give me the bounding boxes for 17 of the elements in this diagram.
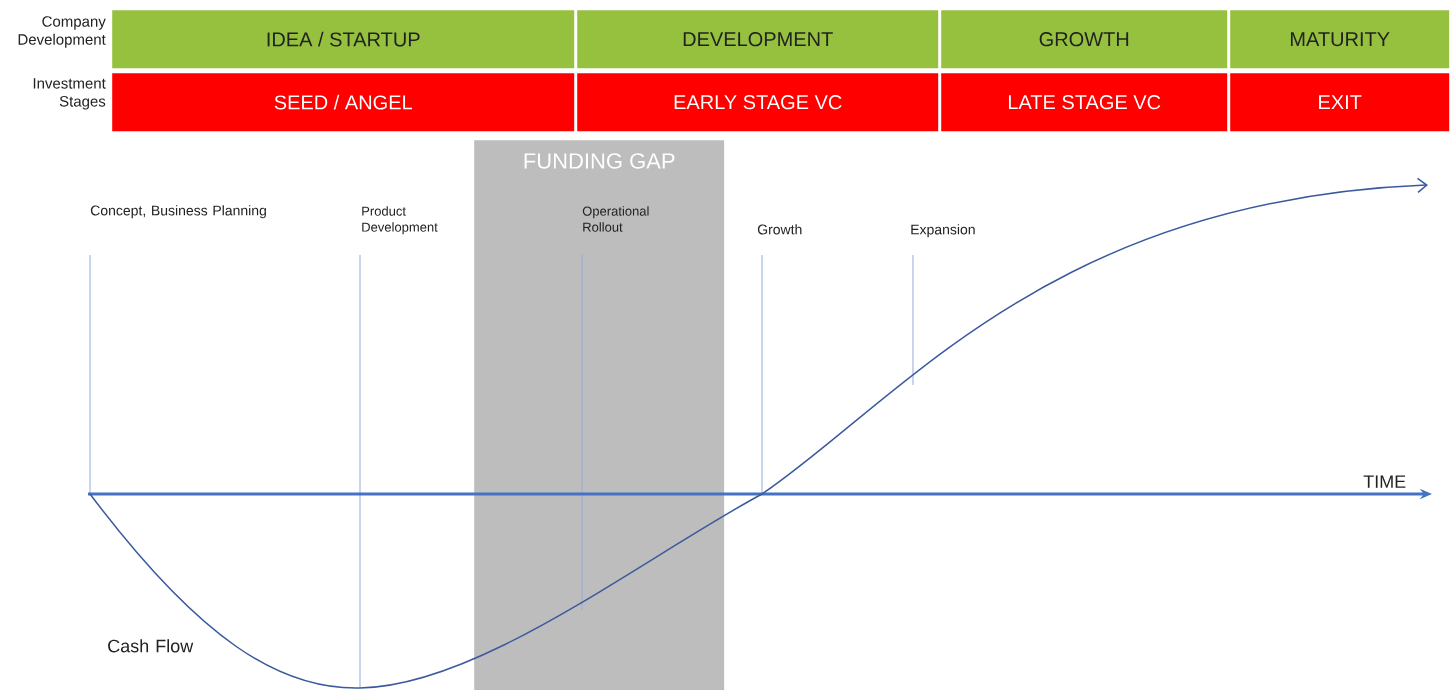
stage-band: EXIT	[1230, 73, 1450, 132]
milestone-label: Product Development	[362, 206, 438, 235]
stage-band: LATE STAGE VC	[941, 73, 1228, 132]
milestone-label: Operational Rollout	[582, 206, 649, 232]
curve-label: Cash Flow	[108, 639, 194, 653]
milestone-label: Expansion	[911, 224, 975, 238]
stage-band: DEVELOPMENT	[577, 10, 939, 69]
stage-band: GROWTH	[941, 10, 1228, 69]
stage-band: MATURITY	[1230, 10, 1450, 69]
stage-band: SEED / ANGEL	[112, 73, 575, 132]
row-header: Company Development	[18, 16, 106, 48]
axis-label: TIME	[1363, 475, 1406, 488]
stage-band: IDEA / STARTUP	[112, 10, 575, 69]
stage-band: EARLY STAGE VC	[577, 73, 939, 132]
milestone-label: Growth	[757, 224, 802, 235]
row-header: Investment Stages	[33, 78, 106, 110]
milestone-label: Concept, Business Planning	[90, 205, 266, 219]
